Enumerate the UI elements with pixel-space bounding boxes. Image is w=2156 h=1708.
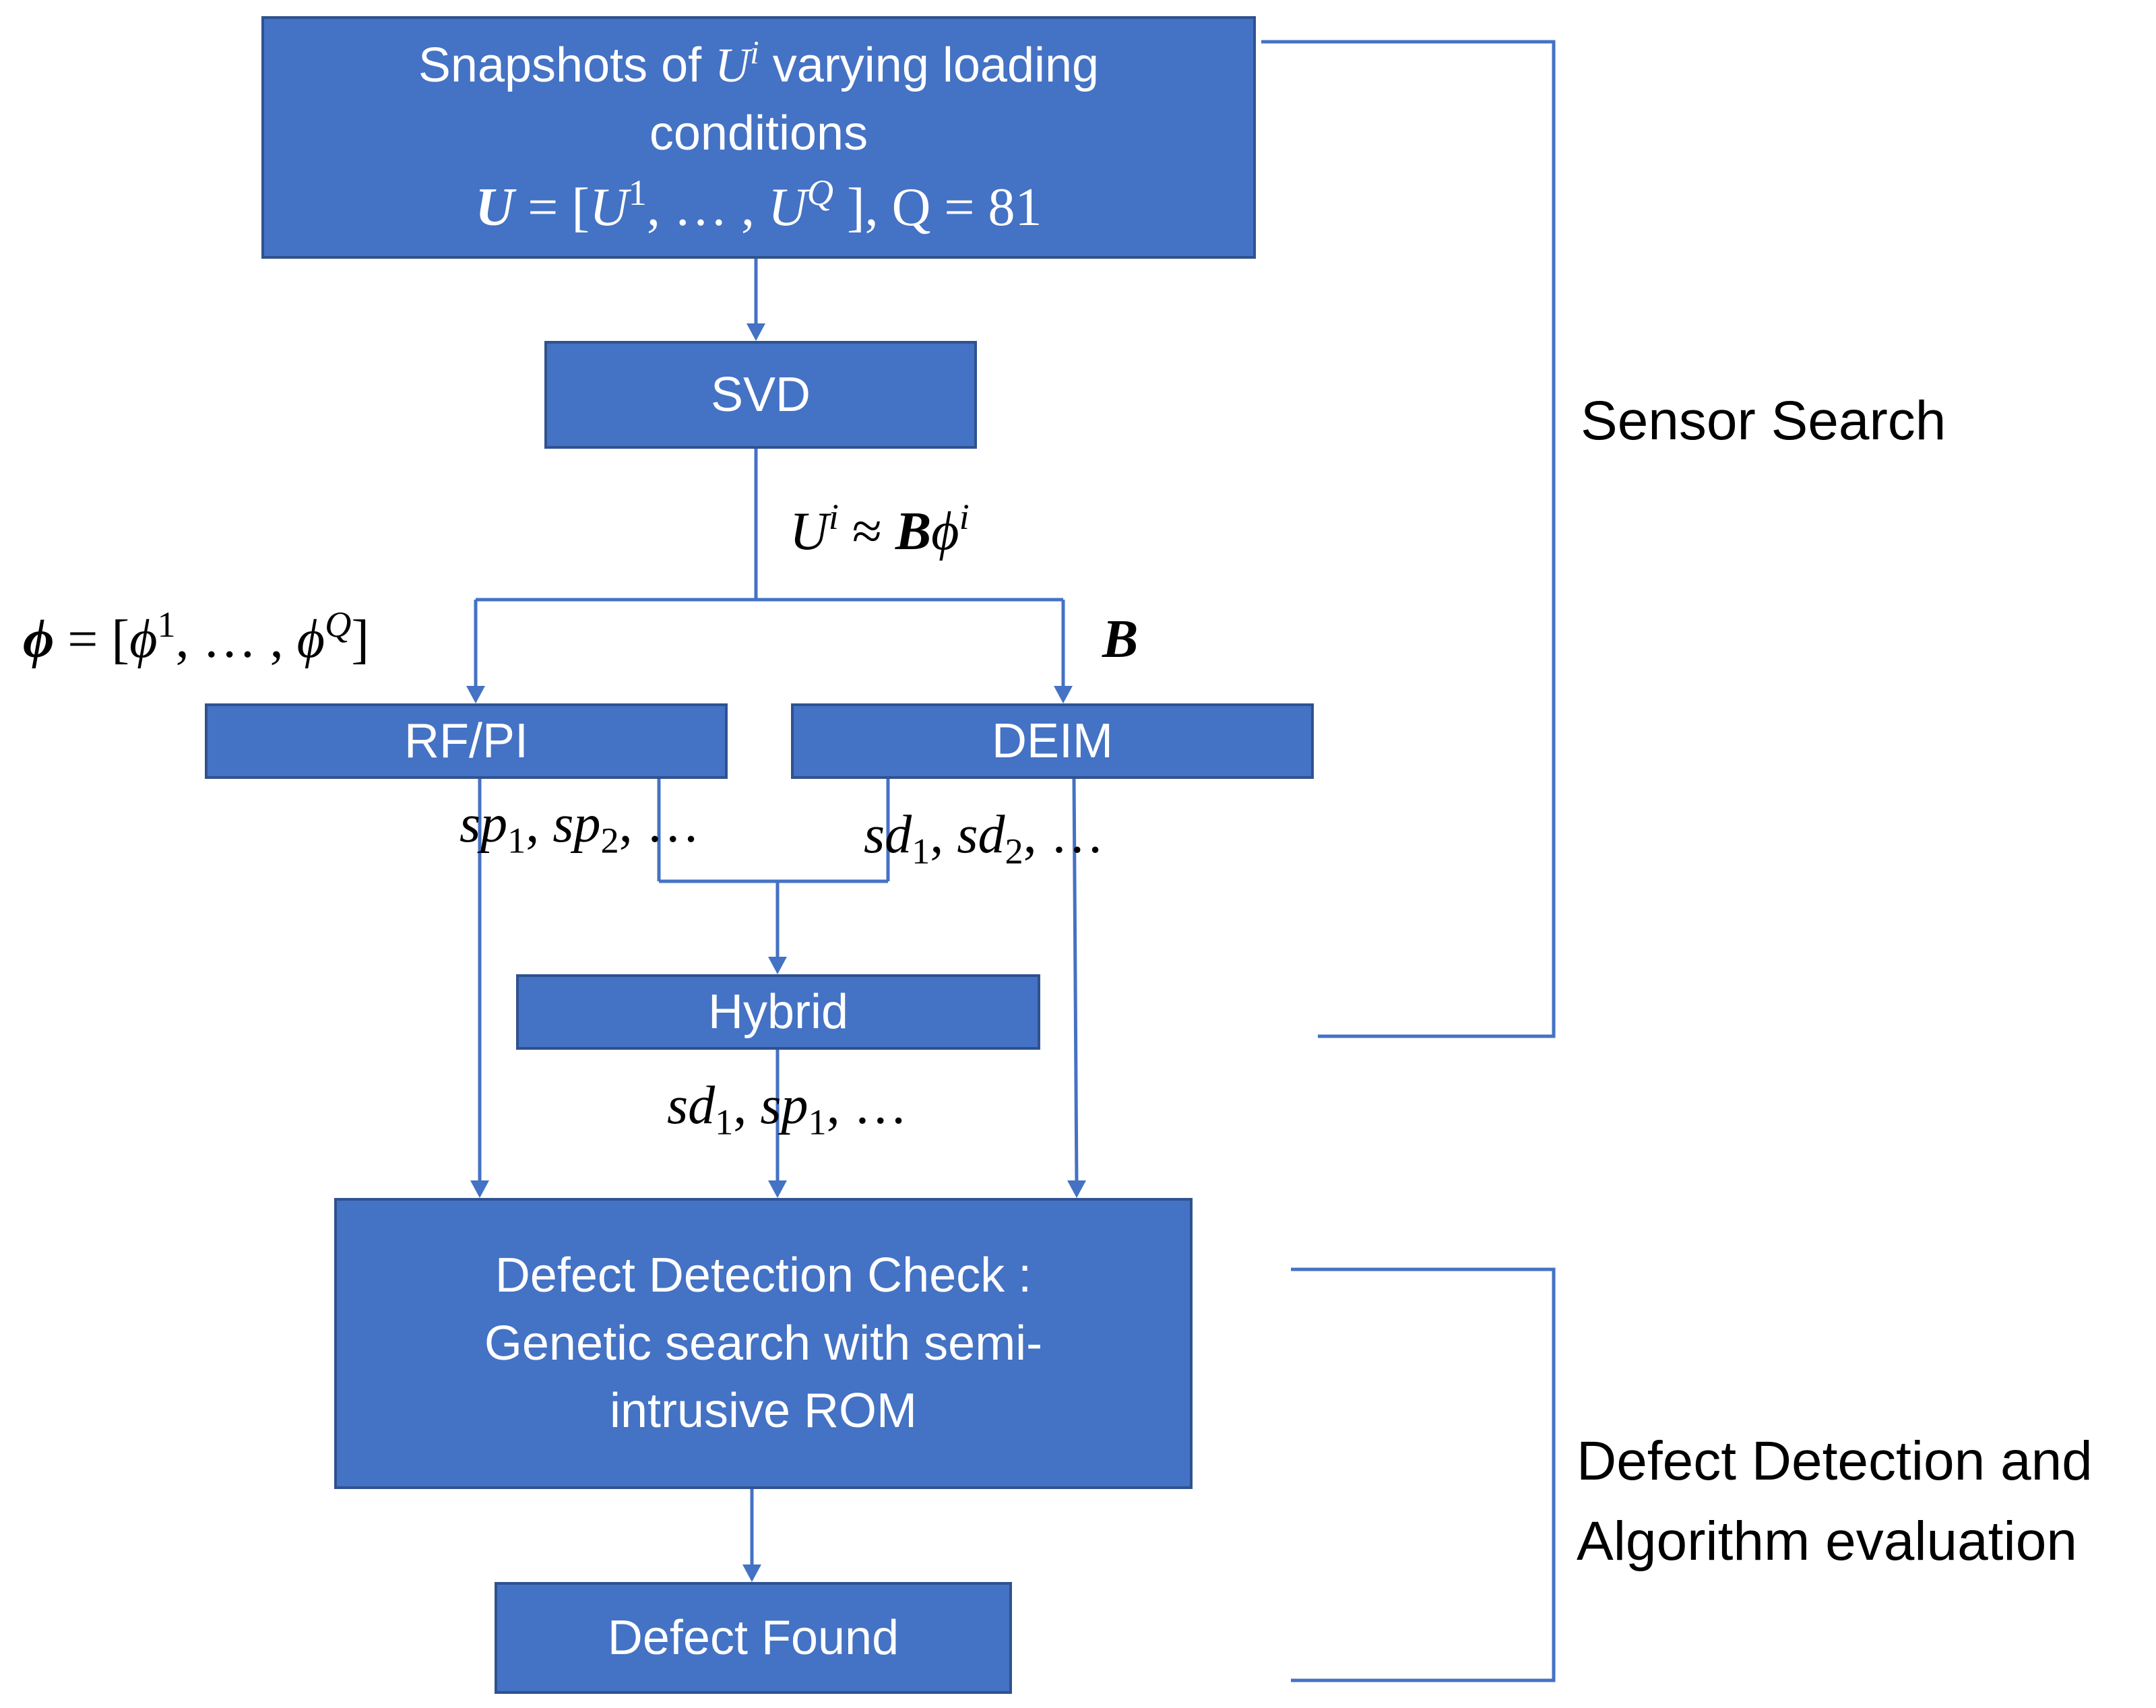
svd-label: SVD: [710, 367, 811, 422]
node-svd: SVD: [544, 341, 977, 449]
label-hybrid-output: sd1, sp1, …: [667, 1076, 908, 1143]
snapshots-formula: U = [U1, … , UQ ], Q = 81: [475, 172, 1042, 238]
check-line-1: Defect Detection Check :: [495, 1248, 1032, 1302]
found-label: Defect Found: [607, 1610, 899, 1665]
label-phi-set: ϕ = [ϕ1, … , ϕQ]: [23, 604, 369, 669]
deim-label: DEIM: [992, 714, 1113, 768]
arrowhead-found: [742, 1564, 761, 1582]
arrowhead-svd: [747, 323, 765, 341]
arrowhead-check-left: [470, 1180, 489, 1198]
group-label-defect-evaluation: Defect Detection and Algorithm evaluatio…: [1577, 1430, 2093, 1572]
check-line-3: intrusive ROM: [609, 1384, 918, 1438]
snapshots-line-2: conditions: [649, 106, 868, 160]
node-rfpi: RF/PI: [205, 703, 728, 779]
label-svd-output: Ui ≈ Bϕi: [790, 497, 970, 561]
node-snapshots: Snapshots of Ui varying loading conditio…: [261, 16, 1256, 259]
node-hybrid: Hybrid: [516, 974, 1040, 1050]
arrowhead-hybrid: [768, 957, 787, 974]
hybrid-label: Hybrid: [707, 984, 849, 1039]
bracket-defect-evaluation: [1291, 1267, 1556, 1682]
snapshots-line-1: Snapshots of Ui varying loading: [418, 33, 1100, 92]
edge-deim-check: [1072, 776, 1079, 1187]
label-b: B: [1102, 610, 1139, 669]
arrowhead-deim: [1054, 686, 1073, 703]
node-defect-check: Defect Detection Check : Genetic search …: [334, 1198, 1193, 1489]
arrowhead-rfpi: [466, 686, 485, 703]
label-deim-output: sd1, sd2, …: [864, 805, 1104, 872]
node-defect-found: Defect Found: [495, 1582, 1012, 1694]
rfpi-label: RF/PI: [404, 714, 528, 768]
node-deim: DEIM: [791, 703, 1314, 779]
arrowhead-check-mid: [768, 1180, 787, 1198]
group-label-sensor-search: Sensor Search: [1581, 390, 1946, 451]
arrowhead-check-right: [1067, 1180, 1086, 1198]
label-rfpi-output: sp1, sp2, …: [459, 794, 700, 861]
bracket-sensor-search: [1261, 40, 1556, 1038]
check-line-2: Genetic search with semi-: [484, 1316, 1043, 1370]
